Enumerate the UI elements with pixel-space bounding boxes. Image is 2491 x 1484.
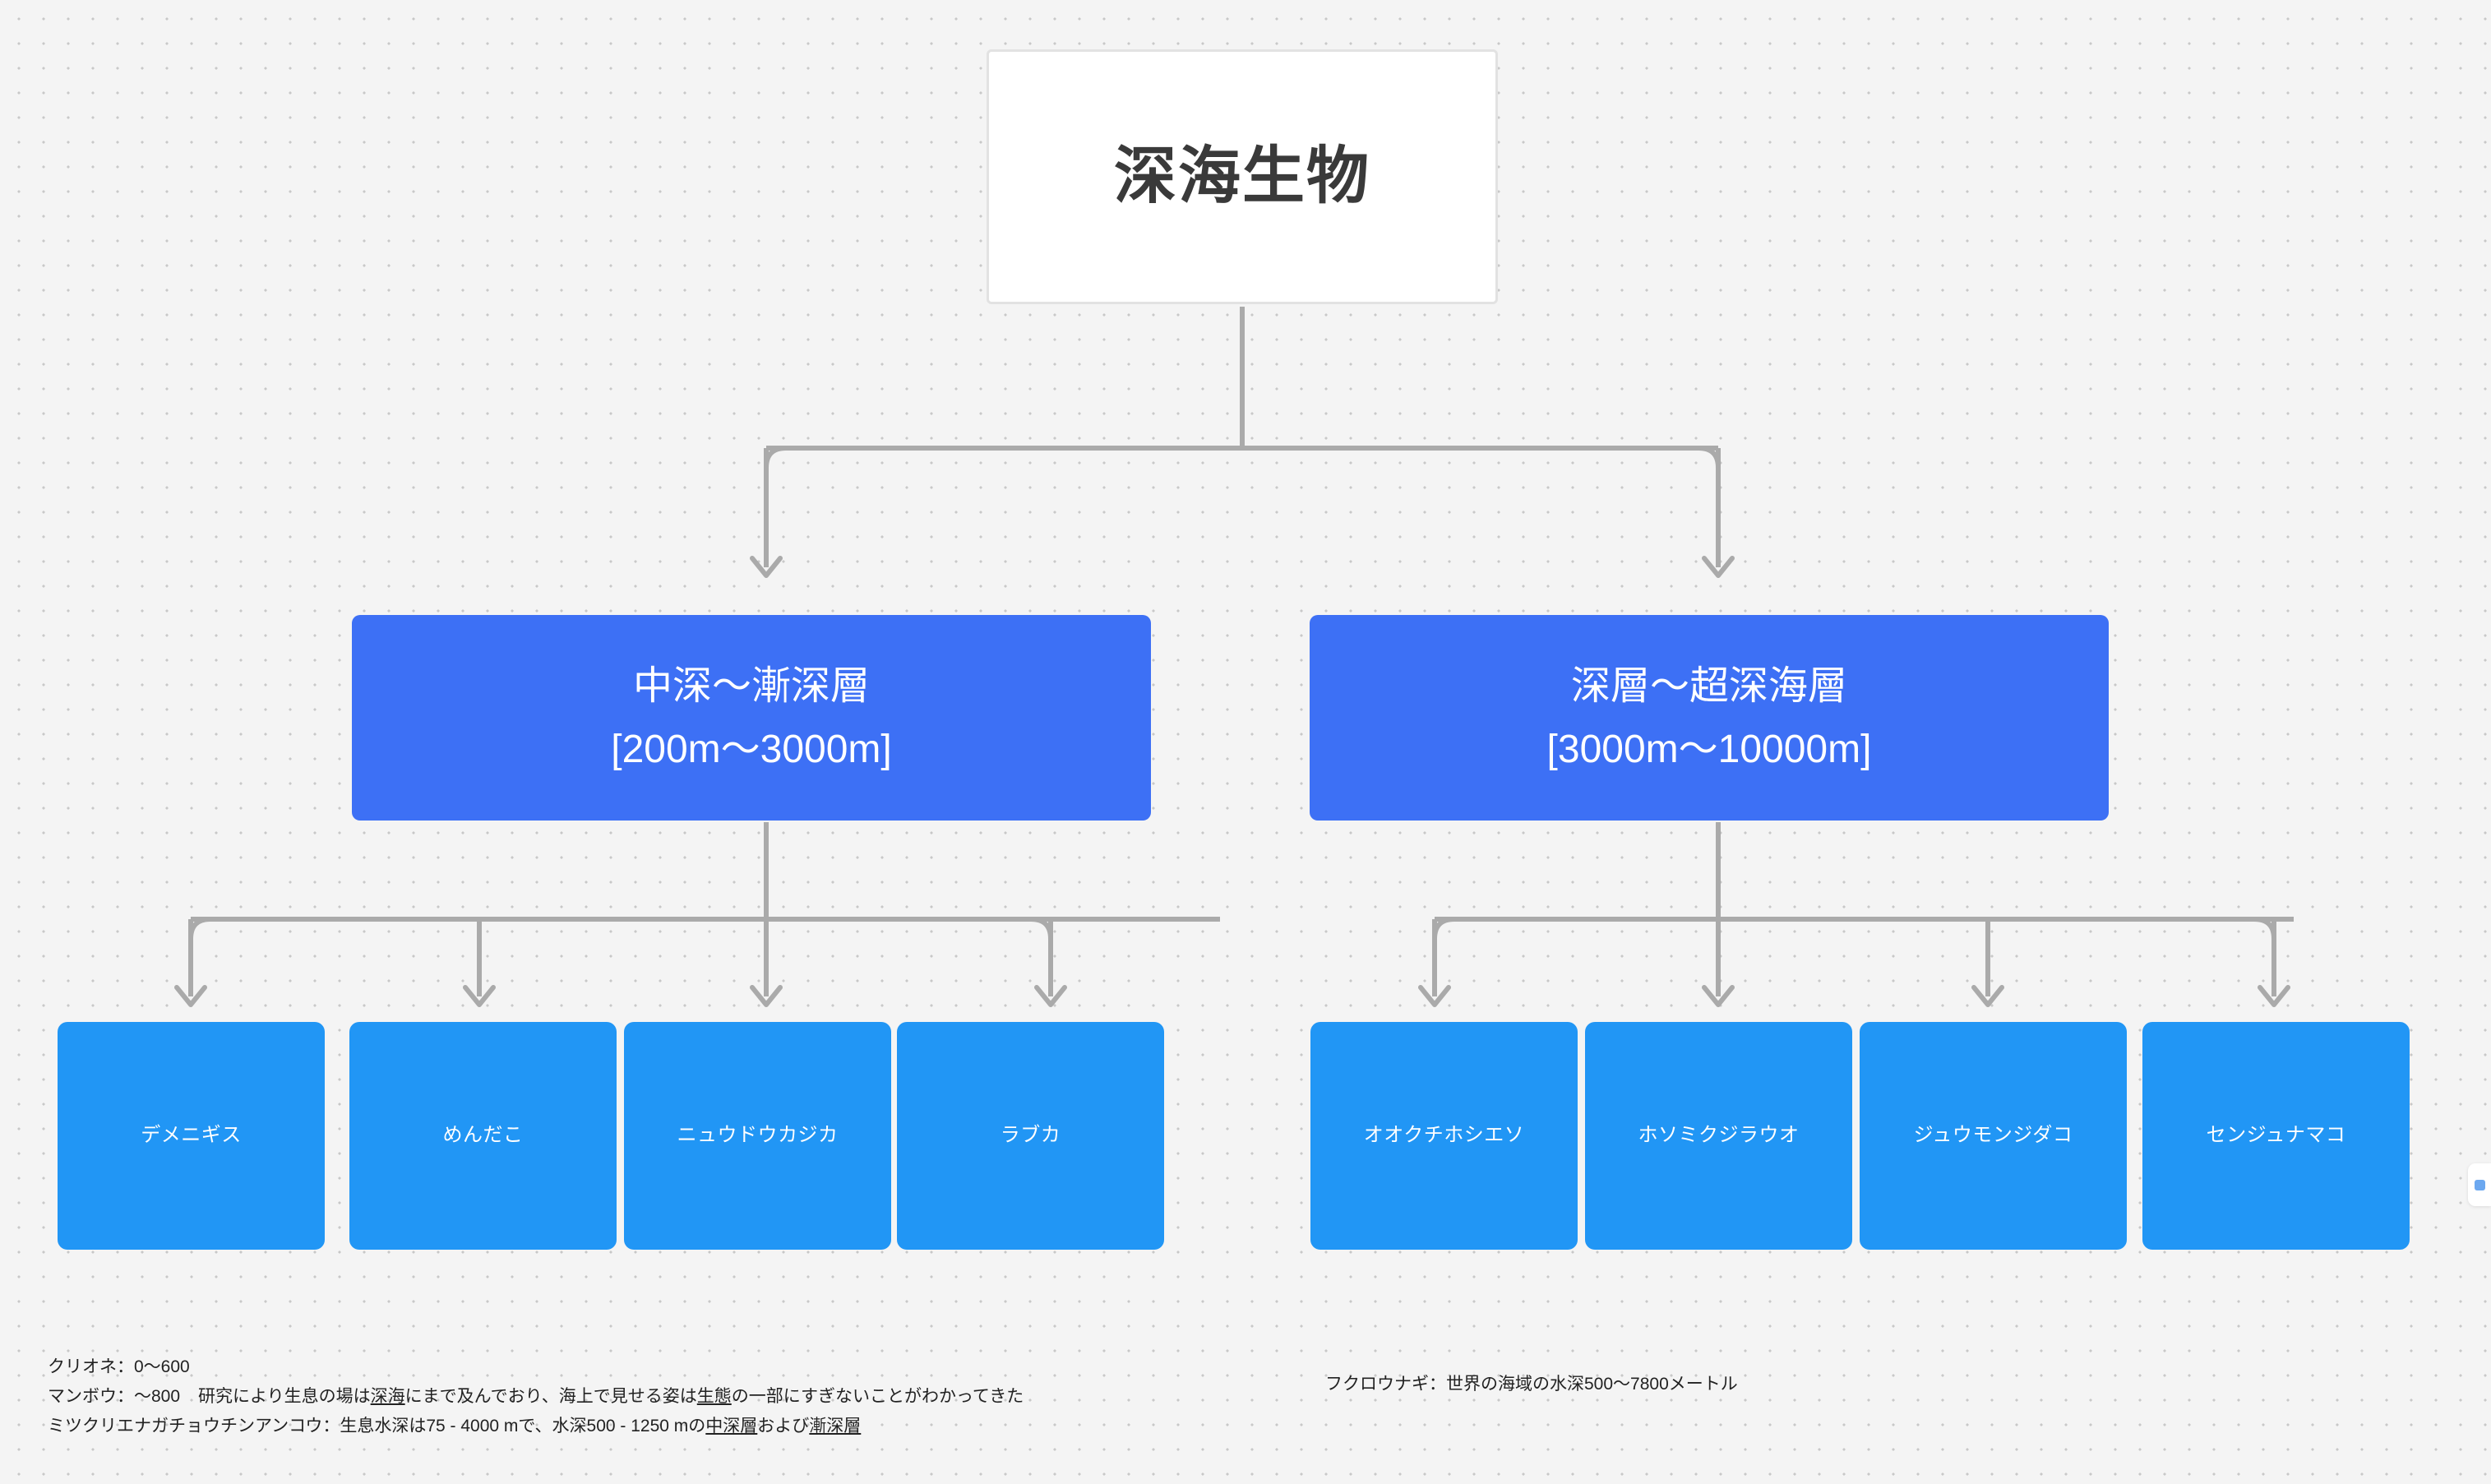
- note-line-3: ミツクリエナガチョウチンアンコウ：生息水深は75 - 4000 mで、水深500…: [48, 1412, 1024, 1441]
- node-leaf-label: ニュウドウカジカ: [677, 1124, 839, 1147]
- node-leaf-label: ラブカ: [1000, 1124, 1061, 1147]
- note-line-3-link-chuushinsou[interactable]: 中深層: [705, 1417, 758, 1436]
- note-line-2-f: の一部にすぎないことがわかってきた: [731, 1387, 1024, 1407]
- node-branch-1-range: [200m〜3000m]: [611, 728, 892, 771]
- note-line-2-b: 研究により生息の場は: [198, 1387, 371, 1407]
- note-line-2-d: にまで及んでおり、海上で見せる姿は: [404, 1387, 697, 1407]
- note-line-2: マンボウ：〜800 研究により生息の場は深海にまで及んでおり、海上で見せる姿は生態…: [48, 1382, 1024, 1412]
- node-root-label: 深海生物: [1114, 141, 1370, 212]
- node-leaf-label: デメニギス: [141, 1124, 242, 1147]
- node-leaf-label: ジュウモンジダコ: [1913, 1124, 2073, 1147]
- node-leaf-label: センジュナマコ: [2206, 1124, 2346, 1147]
- node-leaf-demenigisu[interactable]: デメニギス: [58, 1022, 325, 1250]
- node-leaf-rabuka[interactable]: ラブカ: [897, 1022, 1164, 1250]
- note-line-3-link-zenshinsou[interactable]: 漸深層: [809, 1417, 862, 1436]
- node-branch-2-title: 深層〜超深海層: [1570, 663, 1847, 708]
- note-line-2-a: マンボウ：〜800: [48, 1387, 181, 1407]
- panel-toggle-dot-icon: [2474, 1179, 2485, 1190]
- notes-left: クリオネ：0〜600 マンボウ：〜800 研究により生息の場は深海にまで及んでおり…: [48, 1352, 1024, 1441]
- note-right-line-1: フクロウナギ：世界の海域の水深500〜7800メートル: [1325, 1375, 1738, 1394]
- note-line-2-link-seitai[interactable]: 生態: [696, 1387, 732, 1407]
- node-leaf-ookuchihoshieso[interactable]: オオクチホシエソ: [1310, 1022, 1578, 1250]
- node-leaf-label: めんだこ: [442, 1124, 524, 1147]
- note-line-3-a: ミツクリエナガチョウチンアンコウ：生息水深は75 - 4000 mで、水深500…: [48, 1417, 706, 1436]
- node-branch-2-range: [3000m〜10000m]: [1546, 728, 1872, 771]
- node-branch-1-title: 中深〜漸深層: [632, 663, 870, 708]
- node-root[interactable]: 深海生物: [987, 49, 1498, 304]
- node-leaf-juumonjidako[interactable]: ジュウモンジダコ: [1860, 1022, 2127, 1250]
- note-line-1: クリオネ：0〜600: [48, 1357, 190, 1376]
- node-leaf-label: ホソミクジラウオ: [1638, 1124, 1800, 1147]
- node-leaf-nyuudoukajika[interactable]: ニュウドウカジカ: [624, 1022, 891, 1250]
- note-line-3-c: および: [757, 1417, 810, 1436]
- node-leaf-hosomikujirauo[interactable]: ホソミクジラウオ: [1585, 1022, 1852, 1250]
- node-branch-2[interactable]: 深層〜超深海層 [3000m〜10000m]: [1310, 615, 2109, 821]
- node-leaf-mendako[interactable]: めんだこ: [349, 1022, 617, 1250]
- node-branch-1[interactable]: 中深〜漸深層 [200m〜3000m]: [352, 615, 1151, 821]
- node-leaf-senjunamako[interactable]: センジュナマコ: [2142, 1022, 2410, 1250]
- node-leaf-label: オオクチホシエソ: [1363, 1124, 1525, 1147]
- note-line-2-link-shinkai[interactable]: 深海: [370, 1387, 405, 1407]
- panel-toggle-handle[interactable]: [2468, 1163, 2491, 1206]
- notes-right: フクロウナギ：世界の海域の水深500〜7800メートル: [1325, 1370, 1738, 1399]
